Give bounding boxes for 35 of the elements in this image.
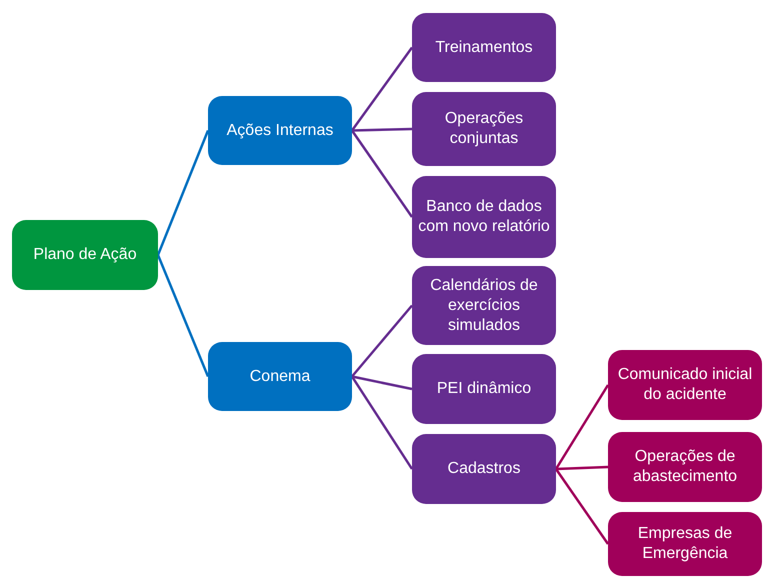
connector-line (554, 384, 610, 470)
node-label: Cadastros (448, 459, 520, 479)
topic-box (412, 266, 556, 345)
node-label: Calendários de exercícios simulados (429, 276, 539, 336)
node-label: Operações conjuntas (444, 109, 524, 149)
topic-box (208, 96, 352, 165)
node-label: Comunicado inicial do acidente (616, 365, 754, 405)
node-label: Treinamentos (435, 38, 533, 58)
topic-box (412, 354, 556, 424)
node-label: Ações Internas (226, 120, 334, 140)
topic-box (208, 342, 352, 411)
node-label: Conema (250, 366, 310, 386)
node-label: Empresas de Emergência (636, 524, 734, 564)
topic-box (412, 176, 556, 258)
connector-line (350, 376, 414, 470)
node-label: Banco de dados com novo relatório (418, 197, 550, 237)
connector-line (156, 254, 210, 377)
connector-line (352, 375, 412, 390)
topic-box (412, 13, 556, 82)
connector-line (554, 468, 610, 545)
connector-line (556, 466, 608, 470)
node-label: PEI dinâmico (436, 379, 532, 399)
topic-box (412, 434, 556, 504)
topic-box (12, 220, 158, 290)
topic-box (412, 92, 556, 166)
topic-box (608, 512, 762, 576)
node-label: Plano de Ação (33, 245, 137, 265)
connector-line (156, 130, 210, 256)
connector-line (350, 130, 414, 218)
connector-line (350, 46, 414, 132)
connector-line (351, 304, 413, 378)
connector-line (352, 128, 412, 132)
topic-box (608, 350, 762, 420)
node-label: Operações de abastecimento (632, 447, 738, 487)
topic-box (608, 432, 762, 502)
